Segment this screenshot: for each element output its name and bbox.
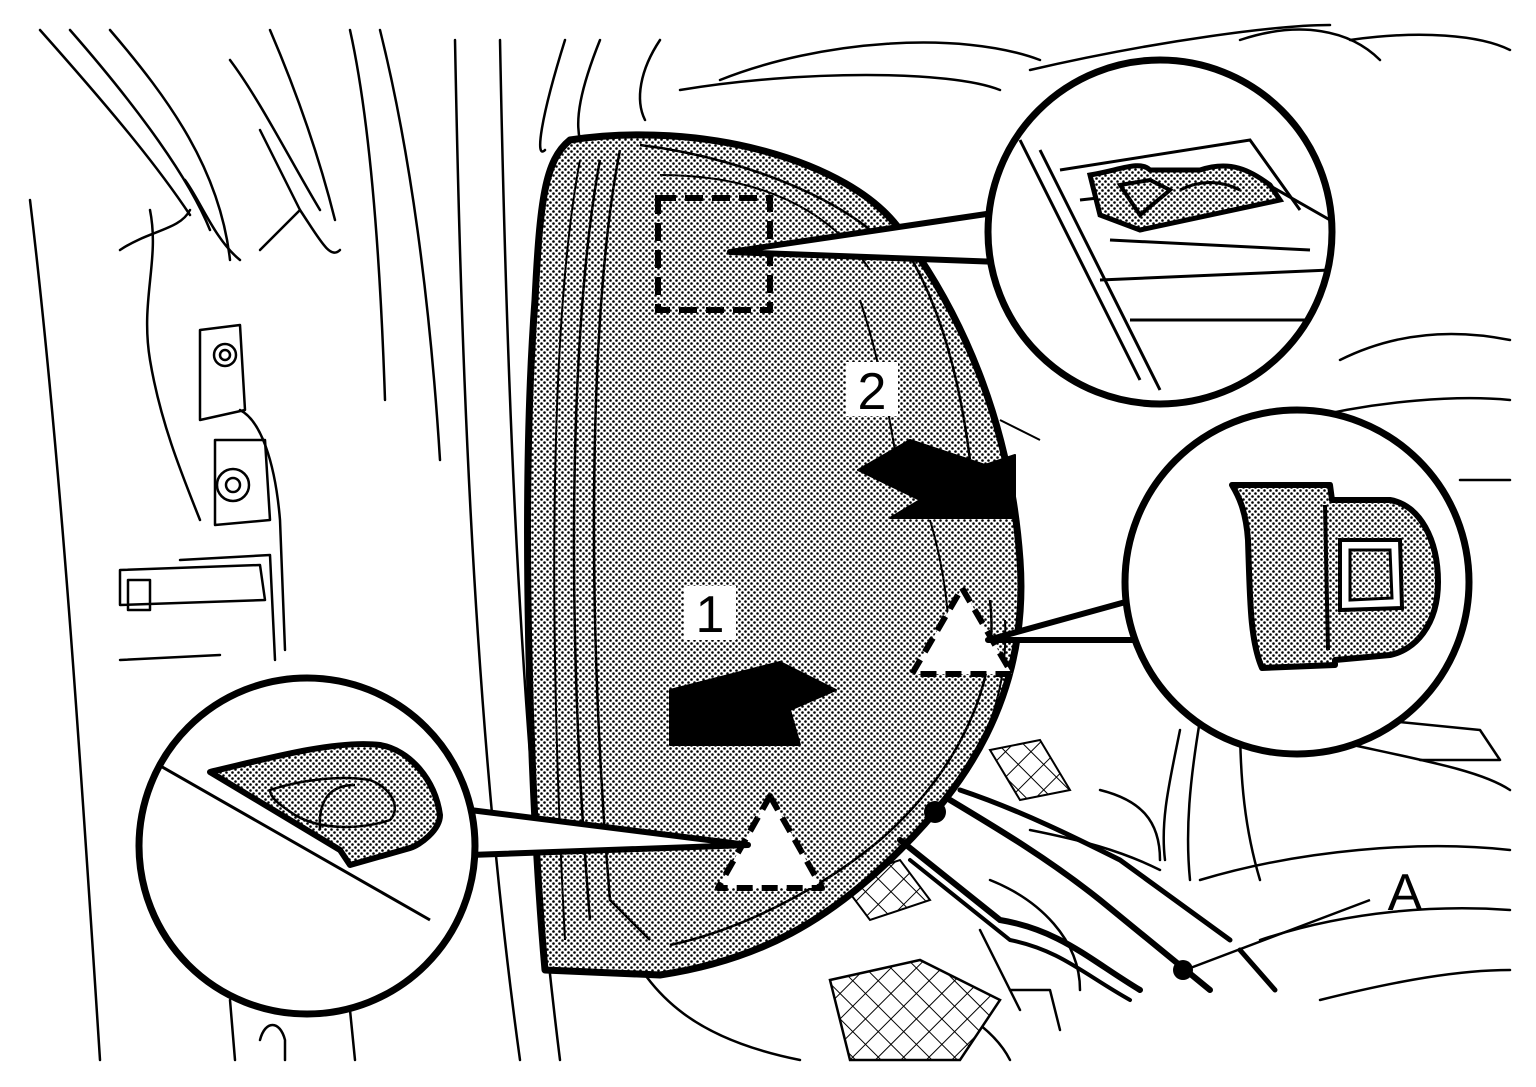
- removal-arrow-step1: [669, 661, 837, 746]
- trim-tool: [897, 787, 1278, 1002]
- removal-arrow-step2: [857, 439, 1016, 519]
- detail-callout-right: [1121, 406, 1473, 758]
- step-label-1-group: 1: [684, 586, 736, 644]
- step-label-2: 2: [858, 363, 887, 421]
- detail-callout-left: [135, 674, 479, 1018]
- grille-mesh: [828, 738, 1072, 1062]
- step-label-2-group: 2: [846, 362, 898, 421]
- part-a-label: A: [1388, 864, 1423, 922]
- clip-location-marker-right: [909, 585, 1015, 677]
- part-a-leader-dot: [1173, 960, 1193, 980]
- detail-callout-top: [984, 56, 1336, 408]
- step-label-1: 1: [696, 586, 725, 644]
- part-a-callout: A: [1173, 864, 1423, 980]
- part-a-leader-line: [1184, 898, 1371, 972]
